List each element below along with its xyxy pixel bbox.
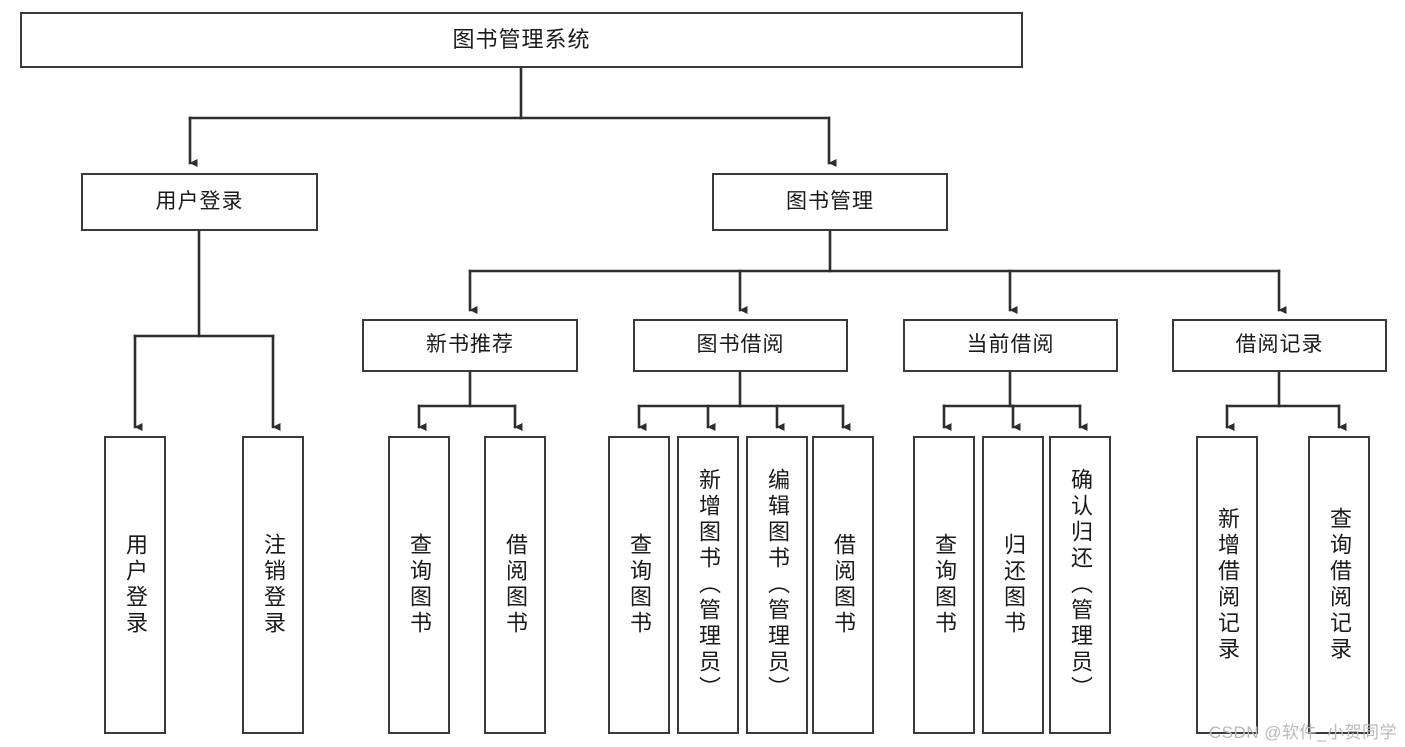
node-leaf-add-book[interactable]: 新增图书（管理员）	[677, 436, 739, 734]
node-leaf-logout-label: 注销登录	[261, 533, 286, 637]
node-leaf-logout[interactable]: 注销登录	[242, 436, 304, 734]
node-leaf-user-login[interactable]: 用户登录	[104, 436, 166, 734]
node-user-login[interactable]: 用户登录	[81, 173, 318, 231]
node-leaf-add-record-label: 新增借阅记录	[1215, 507, 1240, 663]
node-borrow-record-label: 借阅记录	[1235, 333, 1324, 357]
node-leaf-edit-book-label: 编辑图书（管理员）	[765, 468, 790, 702]
node-new-book-recommend-label: 新书推荐	[426, 333, 514, 357]
node-leaf-query-record-label: 查询借阅记录	[1327, 507, 1352, 663]
node-new-book-recommend[interactable]: 新书推荐	[362, 319, 578, 372]
node-borrow-record[interactable]: 借阅记录	[1172, 319, 1387, 372]
node-leaf-borrow-book-1[interactable]: 借阅图书	[484, 436, 546, 734]
node-leaf-add-book-label: 新增图书（管理员）	[696, 468, 721, 702]
node-leaf-borrow-book-2-label: 借阅图书	[831, 533, 856, 637]
node-current-borrow[interactable]: 当前借阅	[903, 319, 1118, 372]
node-current-borrow-label: 当前借阅	[966, 333, 1055, 357]
node-leaf-return-book-label: 归还图书	[1001, 533, 1026, 637]
node-leaf-confirm-return[interactable]: 确认归还（管理员）	[1049, 436, 1111, 734]
node-book-manage[interactable]: 图书管理	[712, 173, 948, 231]
node-leaf-query-book-1[interactable]: 查询图书	[388, 436, 450, 734]
node-leaf-query-book-2[interactable]: 查询图书	[608, 436, 670, 734]
node-leaf-user-login-label: 用户登录	[123, 533, 148, 637]
node-leaf-confirm-return-label: 确认归还（管理员）	[1068, 468, 1093, 702]
node-user-login-label: 用户登录	[155, 189, 244, 213]
node-book-manage-label: 图书管理	[786, 189, 874, 213]
node-root-label: 图书管理系统	[452, 27, 591, 53]
node-leaf-return-book[interactable]: 归还图书	[982, 436, 1044, 734]
node-leaf-borrow-book-2[interactable]: 借阅图书	[812, 436, 874, 734]
node-leaf-query-record[interactable]: 查询借阅记录	[1308, 436, 1370, 734]
node-leaf-query-book-3-label: 查询图书	[932, 533, 957, 637]
node-book-borrow[interactable]: 图书借阅	[633, 319, 848, 372]
node-leaf-edit-book[interactable]: 编辑图书（管理员）	[746, 436, 808, 734]
node-book-borrow-label: 图书借阅	[696, 333, 785, 357]
node-leaf-query-book-1-label: 查询图书	[407, 533, 432, 637]
csdn-watermark: CSDN @软件_小贺同学	[1208, 723, 1397, 742]
node-leaf-borrow-book-1-label: 借阅图书	[503, 533, 528, 637]
node-leaf-query-book-2-label: 查询图书	[627, 533, 652, 637]
node-leaf-query-book-3[interactable]: 查询图书	[913, 436, 975, 734]
node-root[interactable]: 图书管理系统	[20, 12, 1023, 68]
node-leaf-add-record[interactable]: 新增借阅记录	[1196, 436, 1258, 734]
